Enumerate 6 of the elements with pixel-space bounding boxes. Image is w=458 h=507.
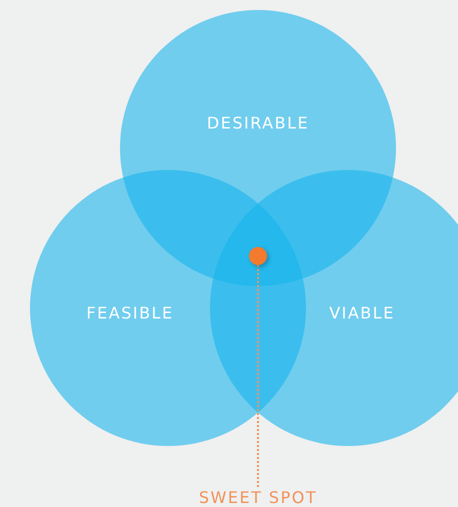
circle-label: VIABLE	[329, 304, 395, 322]
leader-line	[257, 265, 259, 487]
marker-dot	[249, 247, 267, 265]
callout-label: SWEET SPOT	[180, 487, 336, 507]
circle-label: DESIRABLE	[206, 114, 310, 132]
circle-label: FEASIBLE	[86, 304, 174, 322]
